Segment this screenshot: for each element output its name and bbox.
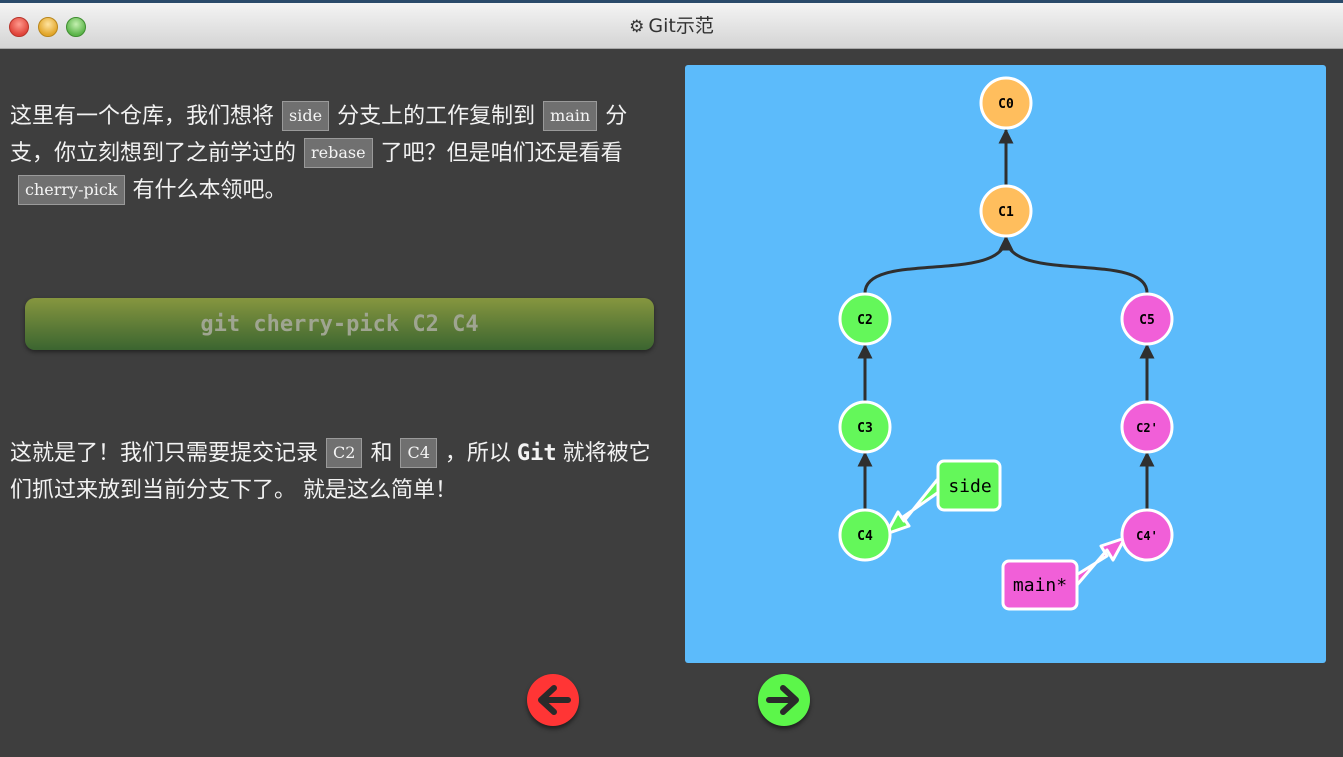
window-title: ⚙Git示范 — [629, 15, 714, 37]
commit-label-c0: C0 — [998, 97, 1014, 112]
code-c4: C4 — [400, 438, 437, 468]
commit-node-c4[interactable]: C4 — [838, 508, 892, 562]
arrow-right-icon — [766, 685, 799, 715]
forward-button[interactable] — [758, 674, 810, 726]
commit-node-c5[interactable]: C5 — [1120, 292, 1174, 346]
branch-label-side[interactable]: side — [936, 459, 1002, 512]
edge-c5-c1 — [998, 235, 1149, 294]
commit-graph-visualization: C0 C1 C2 C3 C4 C5 — [685, 65, 1326, 663]
commit-node-c0[interactable]: C0 — [979, 76, 1033, 130]
commit-node-c1[interactable]: C1 — [979, 184, 1033, 238]
side-branch-arrow — [884, 478, 945, 536]
commit-node-c2[interactable]: C2 — [838, 292, 892, 346]
commit-node-c4-prime[interactable]: C4' — [1120, 508, 1174, 562]
code-cherry-pick: cherry-pick — [18, 175, 125, 205]
branch-label-main[interactable]: main* — [1001, 559, 1079, 611]
commit-label-c2-prime: C2' — [1136, 421, 1158, 435]
commit-label-c4-prime: C4' — [1136, 529, 1158, 543]
minimize-window-button[interactable] — [38, 17, 58, 37]
top-edge — [0, 0, 1343, 3]
maximize-window-button[interactable] — [66, 17, 86, 37]
code-c2: C2 — [326, 438, 363, 468]
gear-icon: ⚙ — [629, 17, 645, 37]
title-bar: ⚙Git示范 — [0, 3, 1343, 49]
edge-c2-c1 — [863, 235, 1014, 294]
code-main: main — [543, 101, 598, 131]
command-button[interactable]: git cherry-pick C2 C4 — [25, 298, 654, 350]
commit-edges — [857, 128, 1155, 509]
code-side: side — [282, 101, 330, 131]
commit-node-c2-prime[interactable]: C2' — [1120, 400, 1174, 454]
git-word: Git — [516, 441, 557, 466]
close-window-button[interactable] — [9, 17, 29, 37]
commit-label-c5: C5 — [1139, 313, 1155, 328]
commit-nodes: C0 C1 C2 C3 C4 C5 — [838, 76, 1174, 562]
back-button[interactable] — [527, 674, 579, 726]
branch-label-side-text: side — [948, 476, 991, 497]
commit-label-c3: C3 — [857, 421, 873, 436]
commit-label-c1: C1 — [998, 205, 1014, 220]
commit-graph-svg: C0 C1 C2 C3 C4 C5 — [838, 76, 1174, 611]
commit-label-c4: C4 — [857, 529, 873, 544]
code-rebase: rebase — [304, 138, 373, 168]
commit-node-c3[interactable]: C3 — [838, 400, 892, 454]
arrow-left-icon — [538, 685, 571, 715]
commit-label-c2: C2 — [857, 313, 873, 328]
branch-label-main-text: main* — [1013, 575, 1067, 596]
